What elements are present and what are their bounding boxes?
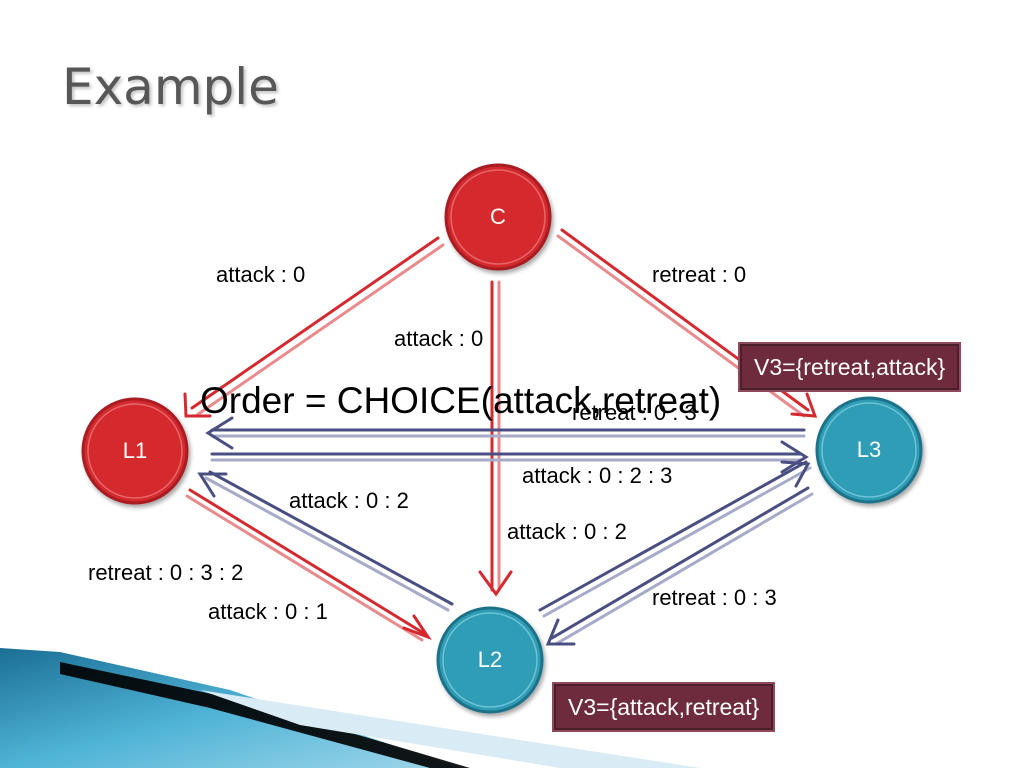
edge-label-l1-l2-retreat: retreat : 0 : 3 : 2 — [88, 560, 243, 585]
edge-l3-l1-top — [205, 416, 806, 450]
edge-label-l3-l1-top: retreat : 0 : 3 — [572, 400, 697, 425]
node-l3 — [815, 396, 923, 504]
note-l2-order: V3={attack,retreat} — [552, 682, 776, 732]
edge-label-c-l1: attack : 0 — [216, 262, 305, 287]
edge-label-c-l3: retreat : 0 — [652, 262, 746, 287]
edge-label-l3-l2: retreat : 0 : 3 — [652, 585, 777, 610]
edge-l2-l1 — [197, 470, 454, 612]
page-title: Example — [62, 58, 279, 116]
edge-label-l1-l2-attack: attack : 0 : 1 — [208, 599, 328, 624]
node-l1 — [81, 397, 189, 505]
edge-label-l2-l3: attack : 0 : 2 — [507, 519, 627, 544]
edge-label-c-l2: attack : 0 — [394, 326, 483, 351]
edge-c-l1 — [183, 236, 445, 418]
edge-l3-l2 — [545, 486, 814, 646]
node-l1-label: L1 — [123, 438, 147, 463]
node-l2 — [436, 606, 544, 714]
choice-order-text: Order = CHOICE(attack,retreat) — [200, 380, 721, 421]
node-c-label: C — [490, 204, 506, 229]
node-l2-label: L2 — [478, 647, 502, 672]
edge-l2-l3 — [538, 460, 812, 618]
edge-label-l2-l1: attack : 0 : 2 — [289, 488, 409, 513]
node-l3-label: L3 — [857, 437, 881, 462]
note-l3-order: V3={retreat,attack} — [738, 342, 962, 392]
node-c — [444, 163, 552, 271]
edge-label-l1-l3: attack : 0 : 2 : 3 — [522, 463, 672, 488]
edge-c-l2 — [478, 280, 513, 597]
edge-l1-l2 — [185, 488, 432, 642]
edge-l1-l3 — [210, 440, 809, 474]
